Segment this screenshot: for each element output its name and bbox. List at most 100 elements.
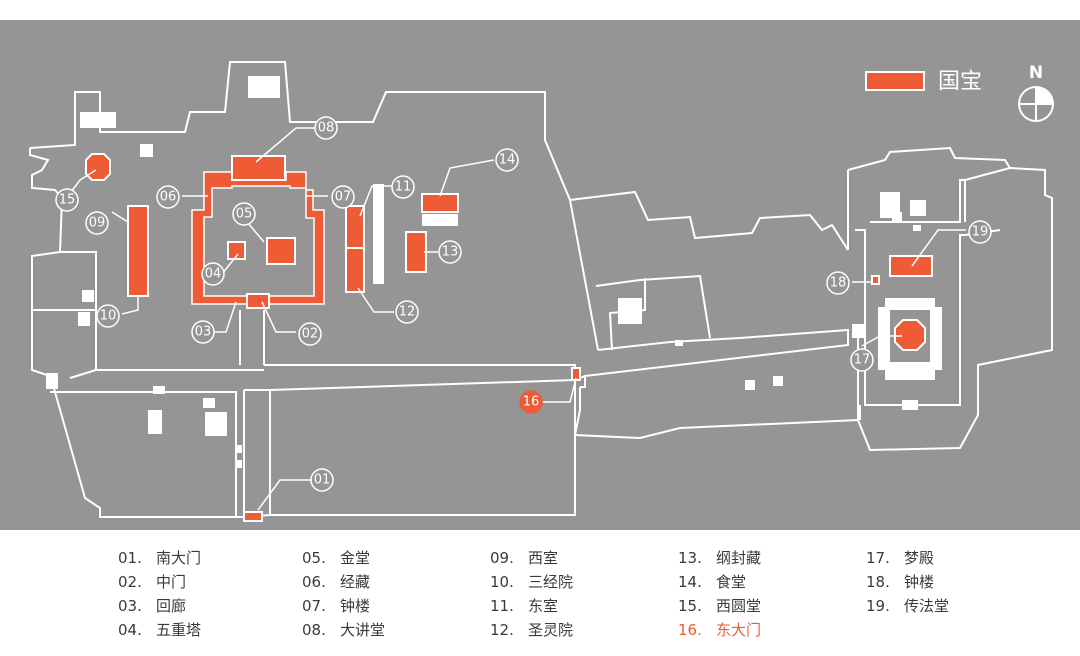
key-number: 04.	[118, 621, 142, 639]
marker-number: 09	[89, 216, 106, 231]
marker-circle	[232, 202, 256, 226]
marker-circle	[55, 188, 79, 212]
site-outlines	[29, 61, 1053, 518]
key-name: 金堂	[340, 549, 371, 567]
key-number: 08.	[302, 621, 326, 639]
key-number: 11.	[490, 597, 514, 615]
marker-05: 05	[232, 202, 256, 226]
marker-10: 10	[96, 304, 120, 328]
key-name: 东大门	[716, 621, 762, 639]
key-number: 07.	[302, 597, 326, 615]
key-number: 14.	[678, 573, 702, 591]
marker-number: 15	[59, 193, 76, 208]
key-name: 三经院	[528, 573, 574, 591]
key-name: 大讲堂	[340, 621, 386, 639]
key-name: 纲封藏	[716, 549, 762, 567]
marker-circle	[298, 322, 322, 346]
marker-17: 17	[850, 348, 874, 372]
key-number: 19.	[866, 597, 890, 615]
key-number: 15.	[678, 597, 702, 615]
marker-04: 04	[201, 262, 225, 286]
key-item: 07. 钟楼	[302, 594, 482, 618]
marker-circle	[96, 304, 120, 328]
marker-09: 09	[85, 211, 109, 235]
key-item: 18. 钟楼	[866, 570, 1046, 594]
key-name: 回廊	[156, 597, 187, 615]
key-name: 南大门	[156, 549, 202, 567]
marker-08: 08	[314, 116, 338, 140]
key-column: 13. 纲封藏 14. 食堂 15.西圆堂 16. 东大门	[678, 546, 858, 642]
marker-number: 19	[972, 225, 989, 240]
marker-circle	[331, 185, 355, 209]
marker-03: 03	[191, 320, 215, 344]
marker-circle	[968, 220, 992, 244]
key-name: 西室	[528, 549, 559, 567]
marker-number: 16	[523, 395, 540, 410]
marker-circle	[519, 390, 543, 414]
marker-circle	[85, 211, 109, 235]
marker-number: 18	[830, 276, 847, 291]
key-item: 17.梦殿	[866, 546, 1046, 570]
marker-circle	[156, 185, 180, 209]
marker-number: 02	[302, 327, 319, 342]
key-item: 11. 东室	[490, 594, 670, 618]
key-item: 05. 金堂	[302, 546, 482, 570]
key-number: 16.	[678, 621, 702, 639]
key-item: 08. 大讲堂	[302, 618, 482, 642]
marker-circle	[395, 300, 419, 324]
key-item: 03.回廊	[118, 594, 298, 618]
key-name: 传法堂	[904, 597, 950, 615]
key-item: 13. 纲封藏	[678, 546, 858, 570]
marker-number: 07	[335, 190, 352, 205]
key-name: 东室	[528, 597, 559, 615]
key-item: 01. 南大门	[118, 546, 298, 570]
marker-01: 01	[310, 468, 334, 492]
marker-circle	[391, 175, 415, 199]
key-number: 05.	[302, 549, 326, 567]
key-item: 04. 五重塔	[118, 618, 298, 642]
marker-number: 13	[442, 245, 459, 260]
marker-07: 07	[331, 185, 355, 209]
key-item: 09. 西室	[490, 546, 670, 570]
key-name: 钟楼	[904, 573, 935, 591]
key-column: 17.梦殿 18. 钟楼 19. 传法堂	[866, 546, 1046, 618]
marker-circle	[826, 271, 850, 295]
legend-label: 国宝	[938, 70, 982, 95]
marker-number: 17	[854, 353, 871, 368]
key-name: 食堂	[716, 573, 747, 591]
marker-circle	[438, 240, 462, 264]
key-item: 15.西圆堂	[678, 594, 858, 618]
key-number: 13.	[678, 549, 702, 567]
marker-circle	[191, 320, 215, 344]
marker-number: 12	[399, 305, 416, 320]
marker-06: 06	[156, 185, 180, 209]
key-number: 06.	[302, 573, 326, 591]
key-number: 17.	[866, 549, 890, 567]
marker-13: 13	[438, 240, 462, 264]
buildings	[46, 76, 942, 468]
key-number: 10.	[490, 573, 514, 591]
national-treasure-buildings	[85, 153, 933, 522]
marker-18: 18	[826, 271, 850, 295]
marker-number: 10	[100, 309, 117, 324]
key-number: 09.	[490, 549, 514, 567]
key-name: 圣灵院	[528, 621, 574, 639]
marker-number: 03	[195, 325, 212, 340]
key-name: 钟楼	[340, 597, 371, 615]
key-name: 经藏	[340, 573, 371, 591]
key-item: 06. 经藏	[302, 570, 482, 594]
marker-number: 01	[314, 473, 331, 488]
marker-02: 02	[298, 322, 322, 346]
key-name: 中门	[156, 573, 187, 591]
marker-circle	[310, 468, 334, 492]
legend-swatch	[865, 71, 925, 91]
key-name: 五重塔	[156, 621, 202, 639]
marker-19: 19	[968, 220, 992, 244]
key-number: 18.	[866, 573, 890, 591]
key-number: 01.	[118, 549, 142, 567]
marker-circle	[201, 262, 225, 286]
marker-number: 11	[395, 180, 412, 195]
